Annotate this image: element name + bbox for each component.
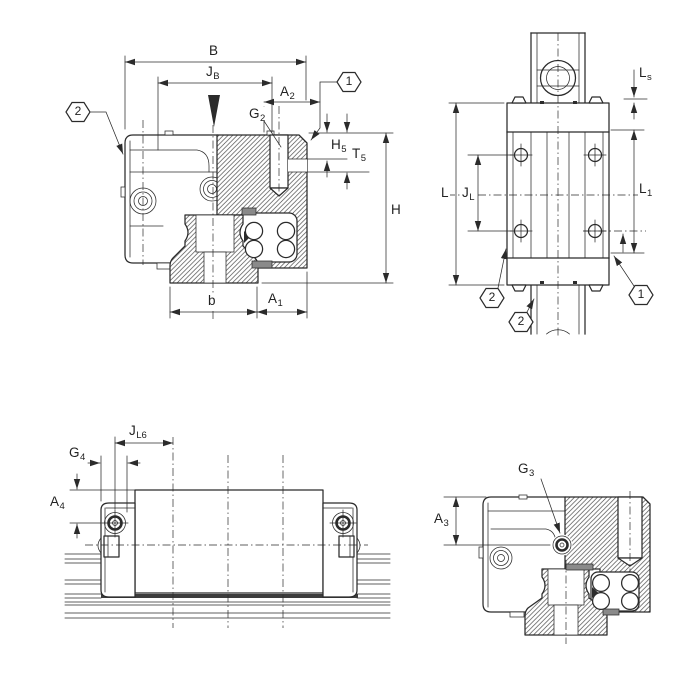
dim-label-B: B — [208, 43, 220, 59]
callout-hexagon-2-rail: 2 — [508, 311, 534, 333]
callout-hexagon-2: 2 — [65, 101, 91, 123]
detail-section-view — [443, 478, 651, 644]
dim-label-A4: A4 — [49, 494, 66, 512]
dim-label-A3: A3 — [433, 511, 450, 529]
dim-label-G2: G2 — [248, 106, 267, 124]
dim-label-G4: G4 — [68, 445, 87, 463]
dim-label-T5: T5 — [351, 146, 368, 164]
dim-label-L: L — [440, 185, 451, 201]
dim-label-JL: JL — [461, 185, 476, 203]
side-view — [64, 436, 391, 628]
dim-label-JB: JB — [205, 64, 221, 82]
dim-label-G3: G3 — [517, 461, 536, 479]
cap-screw-icon — [489, 546, 513, 570]
ball-row-icon — [591, 573, 640, 611]
dim-label-H: H — [390, 202, 403, 218]
grease-port-icon — [551, 534, 573, 556]
dim-label-Ls: Ls — [638, 65, 653, 83]
front-section-view — [90, 55, 394, 321]
dim-label-A2: A2 — [279, 84, 296, 102]
dim-label-L1: L1 — [638, 181, 654, 199]
rail-hole-icon — [536, 59, 580, 97]
callout-hexagon-1: 1 — [336, 71, 362, 93]
dim-label-JL6: JL6 — [128, 423, 148, 441]
callout-hexagon-2-top-view: 2 — [479, 287, 505, 309]
dim-label-b: b — [207, 293, 218, 309]
load-direction-arrow — [208, 95, 220, 127]
dim-label-H5: H5 — [330, 137, 348, 155]
ball-row-icon — [244, 221, 296, 259]
dim-label-A1: A1 — [267, 291, 284, 309]
callout-hexagon-1-top-view: 1 — [628, 284, 654, 306]
top-view — [447, 32, 650, 338]
